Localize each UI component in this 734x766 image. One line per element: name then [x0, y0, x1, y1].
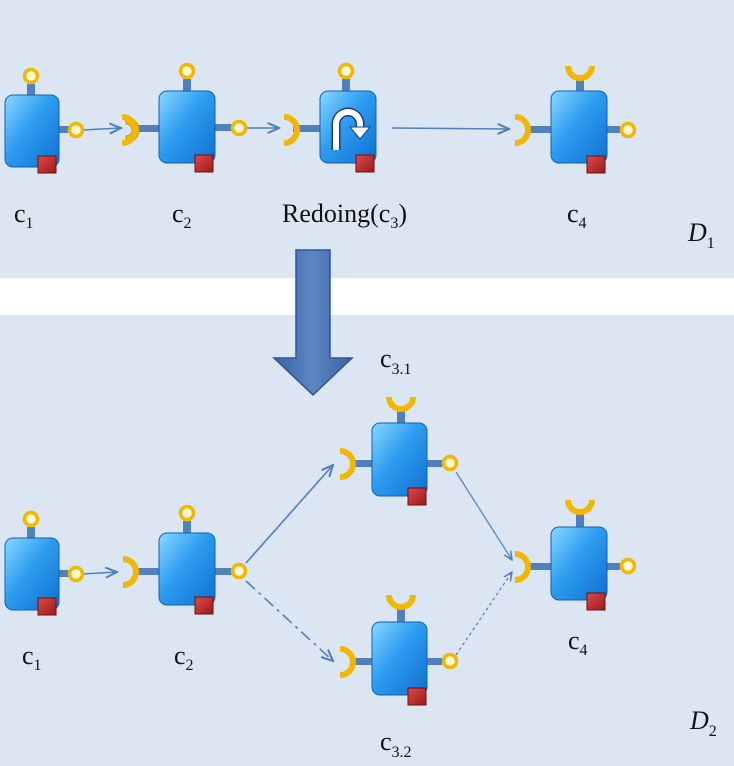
wire-c2-c32 — [245, 580, 333, 661]
d1-label-c1: c1 — [14, 199, 34, 232]
socket-icon — [386, 396, 416, 412]
d2-label-c4: c4 — [568, 626, 588, 659]
d2-wires — [81, 465, 512, 661]
component-box — [4, 537, 60, 611]
lollipop-icon — [230, 119, 248, 137]
d1-label-c3: Redoing(c3) — [282, 199, 407, 232]
wire-c32-c4 — [455, 572, 512, 656]
d2-label-c3-2: c3.2 — [380, 727, 412, 761]
wire-c31-c4 — [455, 471, 512, 560]
wire-c1-c2 — [81, 128, 121, 130]
lollipop-icon — [619, 121, 637, 139]
d2-label-c3-1: c3.1 — [380, 344, 412, 378]
component-box — [158, 90, 216, 164]
wire-c2-c31 — [245, 465, 333, 564]
d2-component-c1 — [4, 510, 85, 616]
lollipop-icon — [441, 652, 459, 670]
d2-component-c2 — [122, 504, 248, 615]
wire-c3-c4 — [391, 128, 509, 129]
socket-icon — [565, 65, 595, 81]
component-box — [550, 526, 608, 601]
lollipop-icon — [619, 557, 637, 575]
d2-label-c2: c2 — [174, 641, 194, 674]
d2-label-c1: c1 — [22, 641, 42, 674]
badge-icon — [586, 155, 606, 174]
d1-label-c4: c4 — [567, 199, 587, 232]
socket-icon — [386, 594, 416, 610]
badge-icon — [586, 592, 606, 611]
d1-component-c3 — [283, 62, 377, 173]
badge-icon — [355, 154, 375, 173]
down-arrow-icon — [272, 249, 354, 397]
lollipop-icon — [230, 562, 248, 580]
lollipop-icon — [178, 504, 196, 522]
lollipop-icon — [337, 62, 355, 80]
lollipop-icon — [22, 67, 40, 85]
component-box — [550, 90, 608, 164]
d1-component-c1 — [4, 67, 85, 174]
component-box — [158, 532, 216, 606]
badge-icon — [407, 487, 427, 506]
lollipop-icon — [67, 121, 85, 139]
d1-component-c4 — [514, 65, 637, 174]
lollipop-icon — [441, 454, 459, 472]
wire-c1-c2 — [81, 572, 117, 574]
d1-diagram-name: D1 — [687, 218, 715, 252]
lollipop-icon — [178, 62, 196, 80]
badge-icon — [37, 155, 57, 174]
d2-component-c3-1 — [339, 396, 459, 506]
badge-icon — [194, 596, 214, 615]
socket-icon — [565, 499, 595, 515]
d1-component-c2 — [121, 62, 248, 173]
badge-icon — [194, 154, 214, 173]
d2-diagram-name: D2 — [689, 706, 717, 740]
d2-component-c4 — [514, 499, 637, 611]
d2-panel — [0, 315, 734, 766]
lollipop-icon — [22, 510, 40, 528]
redo-icon — [331, 107, 372, 150]
badge-icon — [407, 687, 427, 706]
component-box — [371, 621, 428, 696]
d2-component-c3-2 — [339, 594, 459, 706]
lollipop-icon — [67, 565, 85, 583]
component-box — [4, 94, 60, 168]
d1-wires — [81, 128, 509, 130]
badge-icon — [37, 597, 57, 616]
d1-label-c2: c2 — [172, 199, 192, 232]
component-box — [371, 422, 428, 497]
